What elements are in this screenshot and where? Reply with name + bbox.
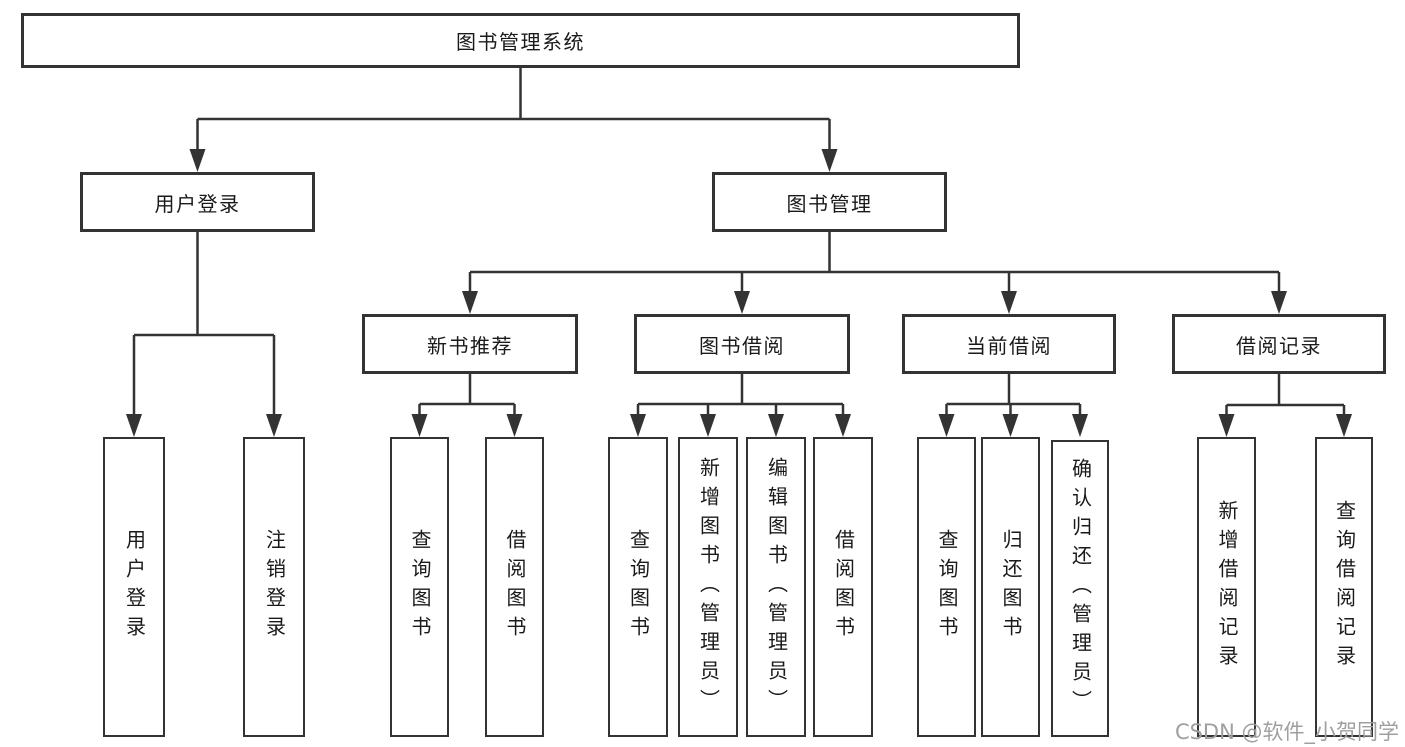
node-borrowing-records: 借阅记录 [1172, 314, 1386, 374]
arrow-down-icon [1072, 414, 1088, 437]
arrow-down-icon [734, 291, 750, 314]
node-label: 归还图书 [999, 529, 1023, 645]
arrowheads-current-borrow [938, 414, 1088, 437]
leaf-cb-return-books: 归还图书 [981, 437, 1040, 737]
arrow-down-icon [835, 414, 851, 437]
connector-book-mgmt-to-level3 [468, 232, 1281, 293]
node-label: 查询借阅记录 [1332, 500, 1357, 674]
csdn-watermark: CSDN @软件_小贺同学 [1174, 720, 1399, 744]
node-label: 查询图书 [935, 529, 959, 645]
node-book-management: 图书管理 [712, 172, 947, 232]
node-label: 借阅图书 [831, 529, 856, 645]
node-label: 新书推荐 [427, 333, 513, 358]
leaf-rec-query-books: 查询图书 [390, 437, 449, 737]
node-book-borrowing: 图书借阅 [634, 314, 850, 374]
arrowheads-borrow-record [1218, 414, 1352, 437]
connector-root-to-level2 [196, 68, 831, 151]
arrow-down-icon [189, 149, 206, 172]
arrowheads-level3 [462, 291, 1287, 314]
node-label: 图书管理系统 [456, 30, 585, 54]
arrow-down-icon [1271, 291, 1287, 314]
node-label: 当前借阅 [966, 333, 1052, 358]
node-new-book-recommend: 新书推荐 [362, 314, 578, 374]
node-label: 新增借阅记录 [1215, 500, 1239, 674]
leaf-br-query-record: 查询借阅记录 [1315, 437, 1373, 737]
arrow-down-icon [462, 291, 478, 314]
leaf-cb-confirm-return-admin: 确认归还（管理员） [1051, 440, 1109, 737]
leaf-bb-query-books: 查询图书 [608, 437, 668, 737]
arrow-down-icon [1001, 291, 1017, 314]
leaf-rec-borrow-books: 借阅图书 [485, 437, 544, 737]
node-label: 新增图书（管理员） [696, 456, 721, 718]
connector-book-borrow-to-leaves [636, 374, 845, 416]
node-label: 查询图书 [408, 529, 432, 645]
connector-user-login-to-leaves [132, 232, 276, 416]
leaf-br-add-record: 新增借阅记录 [1197, 437, 1256, 737]
node-label: 确认归还（管理员） [1068, 458, 1093, 719]
arrowheads-user-login [126, 414, 282, 437]
arrowheads-new-book-rec [411, 414, 523, 437]
node-label: 用户登录 [122, 529, 147, 645]
node-label: 图书借阅 [699, 333, 785, 358]
leaf-bb-add-books-admin: 新增图书（管理员） [678, 437, 738, 737]
node-label: 用户登录 [154, 191, 241, 216]
connector-borrow-record-to-leaves [1225, 374, 1346, 416]
node-label: 图书管理 [786, 191, 873, 216]
arrow-down-icon [266, 414, 282, 437]
arrow-down-icon [126, 414, 142, 437]
node-label: 编辑图书（管理员） [764, 456, 789, 718]
arrow-down-icon [768, 414, 784, 437]
leaf-logout: 注销登录 [243, 437, 305, 737]
arrow-down-icon [411, 414, 428, 437]
arrow-down-icon [1336, 414, 1352, 437]
arrow-down-icon [506, 414, 523, 437]
arrow-down-icon [938, 414, 955, 437]
arrow-down-icon [1002, 414, 1019, 437]
connector-new-book-rec-to-leaves [418, 374, 516, 416]
node-current-borrowing: 当前借阅 [902, 314, 1116, 374]
leaf-bb-borrow-books: 借阅图书 [813, 437, 873, 737]
node-library-system: 图书管理系统 [21, 13, 1020, 68]
node-label: 查询图书 [626, 529, 651, 645]
node-label: 借阅图书 [503, 529, 527, 645]
arrowheads-book-borrow [630, 414, 851, 437]
node-user-login: 用户登录 [80, 172, 315, 232]
arrow-down-icon [630, 414, 646, 437]
arrowheads-level2 [189, 149, 838, 172]
node-label: 注销登录 [262, 529, 287, 645]
arrow-down-icon [700, 414, 716, 437]
connector-current-borrow-to-leaves [945, 374, 1082, 416]
arrow-down-icon [1218, 414, 1235, 437]
arrow-down-icon [821, 149, 838, 172]
leaf-bb-edit-books-admin: 编辑图书（管理员） [746, 437, 806, 737]
node-label: 借阅记录 [1236, 333, 1322, 358]
leaf-user-login: 用户登录 [103, 437, 165, 737]
leaf-cb-query-books: 查询图书 [917, 437, 976, 737]
